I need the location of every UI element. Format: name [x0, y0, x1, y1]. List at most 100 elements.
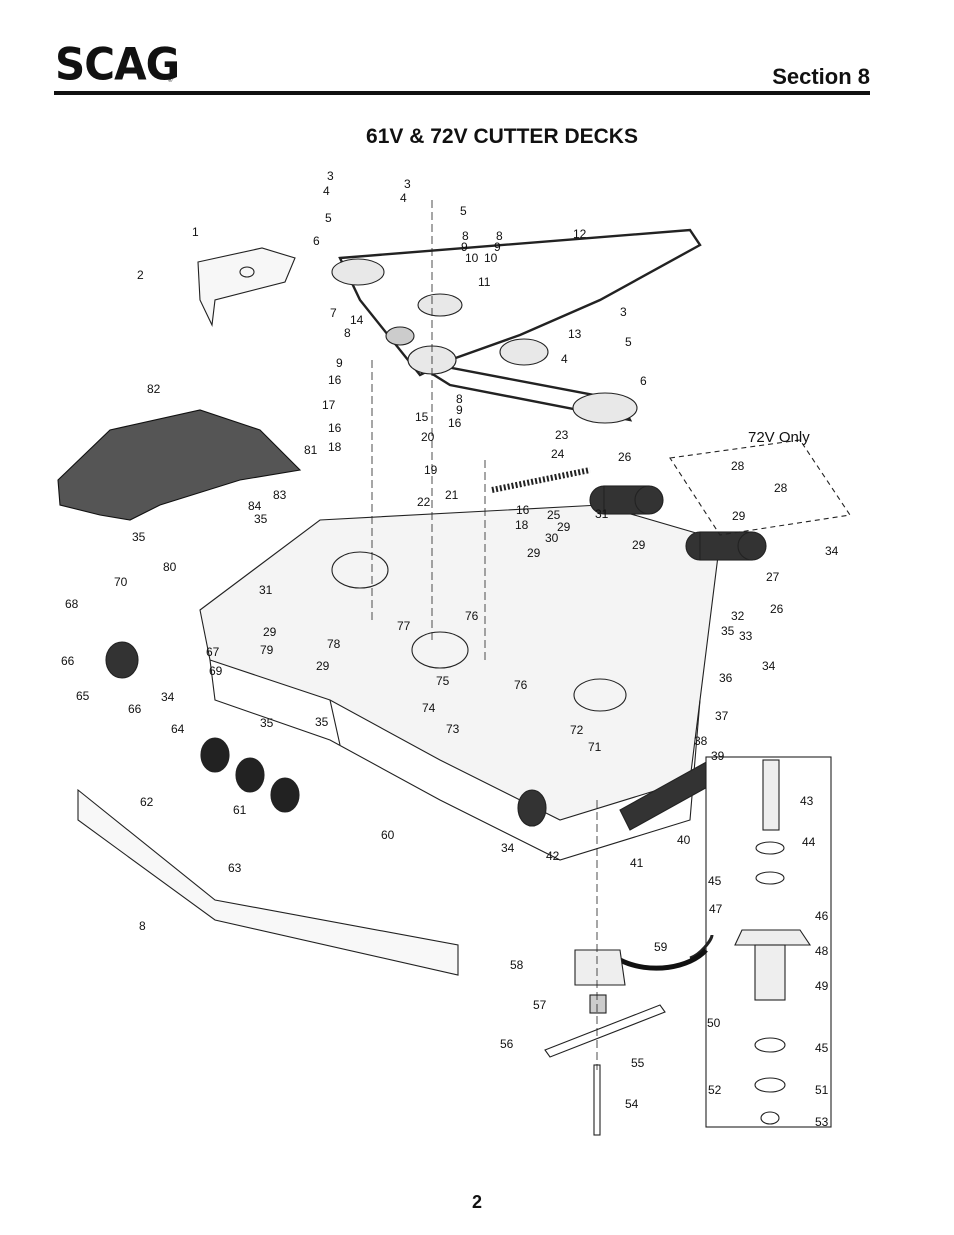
callout: 55: [631, 1056, 645, 1070]
idler-14: [385, 326, 415, 346]
roller-26-lower: [685, 531, 767, 561]
callout: 22: [417, 495, 431, 509]
callout: 46: [815, 909, 829, 923]
callout: 45: [815, 1041, 829, 1055]
callout: 68: [65, 597, 79, 611]
roller-61c: [270, 777, 300, 813]
callout: 54: [625, 1097, 639, 1111]
callout: 84: [248, 499, 262, 513]
callout: 12: [573, 227, 587, 241]
callout: 9: [336, 356, 343, 370]
callout: 8: [139, 919, 146, 933]
callout: 18: [328, 440, 342, 454]
callout: 8: [462, 229, 469, 243]
callout: 67: [206, 645, 220, 659]
callout: 44: [802, 835, 816, 849]
section-heading: Section 8: [772, 64, 870, 89]
callout: 6: [640, 374, 647, 388]
callout: 16: [516, 503, 530, 517]
callout: 32: [731, 609, 745, 623]
callout: 9: [461, 240, 468, 254]
callout: 21: [445, 488, 459, 502]
callout: 56: [500, 1037, 514, 1051]
callout: 63: [228, 861, 242, 875]
callout: 82: [147, 382, 161, 396]
registered-mark: ®: [168, 78, 173, 84]
callout: 5: [460, 204, 467, 218]
callout: 8: [344, 326, 351, 340]
callout: 52: [708, 1083, 722, 1097]
belt-15: [409, 358, 633, 422]
part-62-guard: [77, 788, 459, 976]
callout: 10: [484, 251, 498, 265]
callout: 34: [825, 544, 839, 558]
callout: 53: [815, 1115, 829, 1129]
callout: 1: [192, 225, 199, 239]
callout: 29: [557, 520, 571, 534]
callout: 6: [313, 234, 320, 248]
scag-logo: SCAG: [55, 38, 180, 91]
pulley-13: [499, 338, 549, 366]
callout: 35: [260, 716, 274, 730]
page-number: 2: [471, 1192, 482, 1212]
note-72v-only: 72V Only: [748, 429, 810, 446]
callout: 9: [456, 403, 463, 417]
callout: 15: [415, 410, 429, 424]
callout: 60: [381, 828, 395, 842]
callout: 59: [654, 940, 668, 954]
callout: 76: [514, 678, 528, 692]
callout: 49: [815, 979, 829, 993]
callout: 27: [766, 570, 780, 584]
callout: 23: [555, 428, 569, 442]
callout: 31: [595, 507, 609, 521]
callout: 20: [421, 430, 435, 444]
callout: 79: [260, 643, 274, 657]
wheel-front: [517, 789, 547, 827]
callout: 51: [815, 1083, 829, 1097]
callout: 47: [709, 902, 723, 916]
callout: 35: [315, 715, 329, 729]
callout: 29: [316, 659, 330, 673]
callout: 18: [515, 518, 529, 532]
callout: 3: [404, 177, 411, 191]
callout: 48: [815, 944, 829, 958]
callout: 72: [570, 723, 584, 737]
callout: 17: [322, 398, 336, 412]
page-title: 61V & 72V CUTTER DECKS: [366, 125, 638, 148]
callout: 16: [448, 416, 462, 430]
callout: 16: [328, 421, 342, 435]
callout: 30: [545, 531, 559, 545]
callout: 64: [171, 722, 185, 736]
callout: 29: [527, 546, 541, 560]
callout: 70: [114, 575, 128, 589]
callout: 8: [456, 392, 463, 406]
callout: 80: [163, 560, 177, 574]
callout: 19: [424, 463, 438, 477]
callout: 11: [478, 275, 491, 289]
callout: 8: [496, 229, 503, 243]
callout: 9: [494, 240, 501, 254]
part-82-chute: [57, 409, 302, 521]
callout: 57: [533, 998, 547, 1012]
dashed-72v-box: [669, 439, 851, 536]
pulley-left: [331, 258, 385, 286]
callout: 81: [304, 443, 318, 457]
callout: 33: [739, 629, 753, 643]
roller-61b: [235, 757, 265, 793]
callout: 4: [561, 352, 568, 366]
callout: 75: [436, 674, 450, 688]
callout: 76: [465, 609, 479, 623]
callout: 4: [323, 184, 330, 198]
callout: 13: [568, 327, 582, 341]
callout: 35: [132, 530, 146, 544]
callout: 77: [397, 619, 411, 633]
blade-56: [544, 1004, 666, 1058]
callout: 69: [209, 664, 223, 678]
callout: 45: [708, 874, 722, 888]
callout: 83: [273, 488, 287, 502]
callout: 29: [263, 625, 277, 639]
callout: 36: [719, 671, 733, 685]
callout: 28: [774, 481, 788, 495]
callout: 35: [721, 624, 735, 638]
callout: 65: [76, 689, 90, 703]
